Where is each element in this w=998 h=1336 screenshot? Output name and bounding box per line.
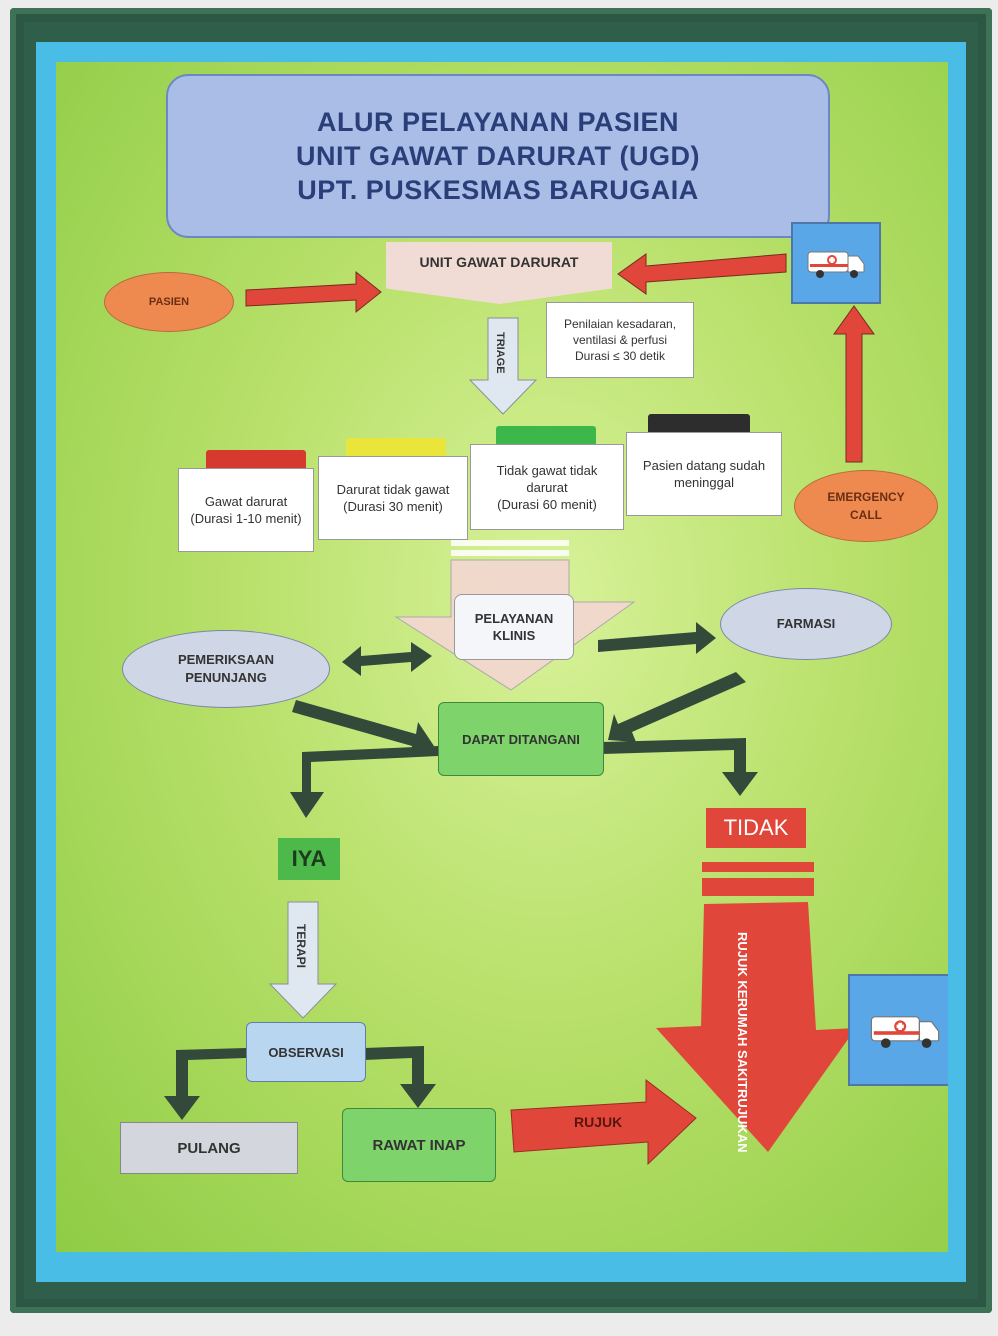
arrow-dapat-tidak — [602, 738, 758, 796]
arrow-terapi — [268, 901, 338, 1019]
ugd-box: UNIT GAWAT DARURAT — [386, 242, 612, 304]
triage-card-darurat-tidak-gawat: Darurat tidak gawat (Durasi 30 menit) — [318, 456, 468, 540]
title-line-3: UPT. PUSKESMAS BARUGAIA — [297, 175, 699, 205]
dapat-ditangani-box: DAPAT DITANGANI — [438, 702, 604, 776]
title-box: ALUR PELAYANAN PASIEN UNIT GAWAT DARURAT… — [166, 74, 830, 238]
arrow-observasi-rawat — [364, 1046, 436, 1108]
triage-card-meninggal: Pasien datang sudah meninggal — [626, 432, 782, 516]
observasi-box: OBSERVASI — [246, 1022, 366, 1082]
arrow-observasi-pulang — [164, 1048, 246, 1120]
arrow-rujuk-ke-rs — [656, 902, 856, 1152]
triage-tab-black — [648, 414, 750, 434]
arrow-emergency-to-ambulance — [833, 305, 875, 463]
arrow-pasien-to-ugd — [245, 270, 382, 314]
arrow-dapat-iya — [290, 746, 438, 818]
pemeriksaan-penunjang-oval: PEMERIKSAAN PENUNJANG — [122, 630, 330, 708]
title-line-1: ALUR PELAYANAN PASIEN — [316, 107, 680, 137]
triage-tab-yellow — [346, 438, 446, 458]
arrow-rujuk — [510, 1078, 697, 1166]
arrow-ambulance-to-ugd — [617, 253, 787, 295]
triage-card-gawat-darurat: Gawat darurat (Durasi 1-10 menit) — [178, 468, 314, 552]
ambulance-icon — [848, 974, 948, 1086]
rujuk-ke-label: RUJUK KE RUMAH SAKIT RUJUKAN — [735, 932, 750, 1154]
arrow-pemeriksaan-pelayanan — [342, 642, 432, 676]
assessment-box: Penilaian kesadaran, ventilasi & perfusi… — [546, 302, 694, 378]
emergency-call-oval: EMERGENCY CALL — [794, 470, 938, 542]
triage-tab-red — [206, 450, 306, 470]
ugd-label: UNIT GAWAT DARURAT — [419, 254, 579, 270]
rawat-inap-box: RAWAT INAP — [342, 1108, 496, 1182]
arrow-farmasi-dapat — [608, 672, 746, 742]
poster: ALUR PELAYANAN PASIEN UNIT GAWAT DARURAT… — [56, 62, 948, 1252]
pelayanan-klinis-box: PELAYANAN KLINIS — [454, 594, 574, 660]
ambulance-icon — [791, 222, 881, 304]
iya-label: IYA — [278, 838, 340, 880]
pasien-oval: PASIEN — [104, 272, 234, 332]
rujuk-label: RUJUK — [574, 1114, 623, 1130]
arrow-pelayanan-farmasi — [598, 622, 716, 654]
pulang-box: PULANG — [120, 1122, 298, 1174]
triage-tab-green — [496, 426, 596, 446]
arrow-triage — [468, 317, 538, 415]
triage-label: TRIAGE — [494, 332, 506, 374]
title-line-2: UNIT GAWAT DARURAT (UGD) — [296, 141, 700, 171]
terapi-label: TERAPI — [294, 924, 308, 969]
arrow-pemeriksaan-dapat — [292, 700, 434, 756]
farmasi-oval: FARMASI — [720, 588, 892, 660]
triage-card-tidak-gawat: Tidak gawat tidak darurat (Durasi 60 men… — [470, 444, 624, 530]
tidak-label: TIDAK — [706, 808, 806, 848]
